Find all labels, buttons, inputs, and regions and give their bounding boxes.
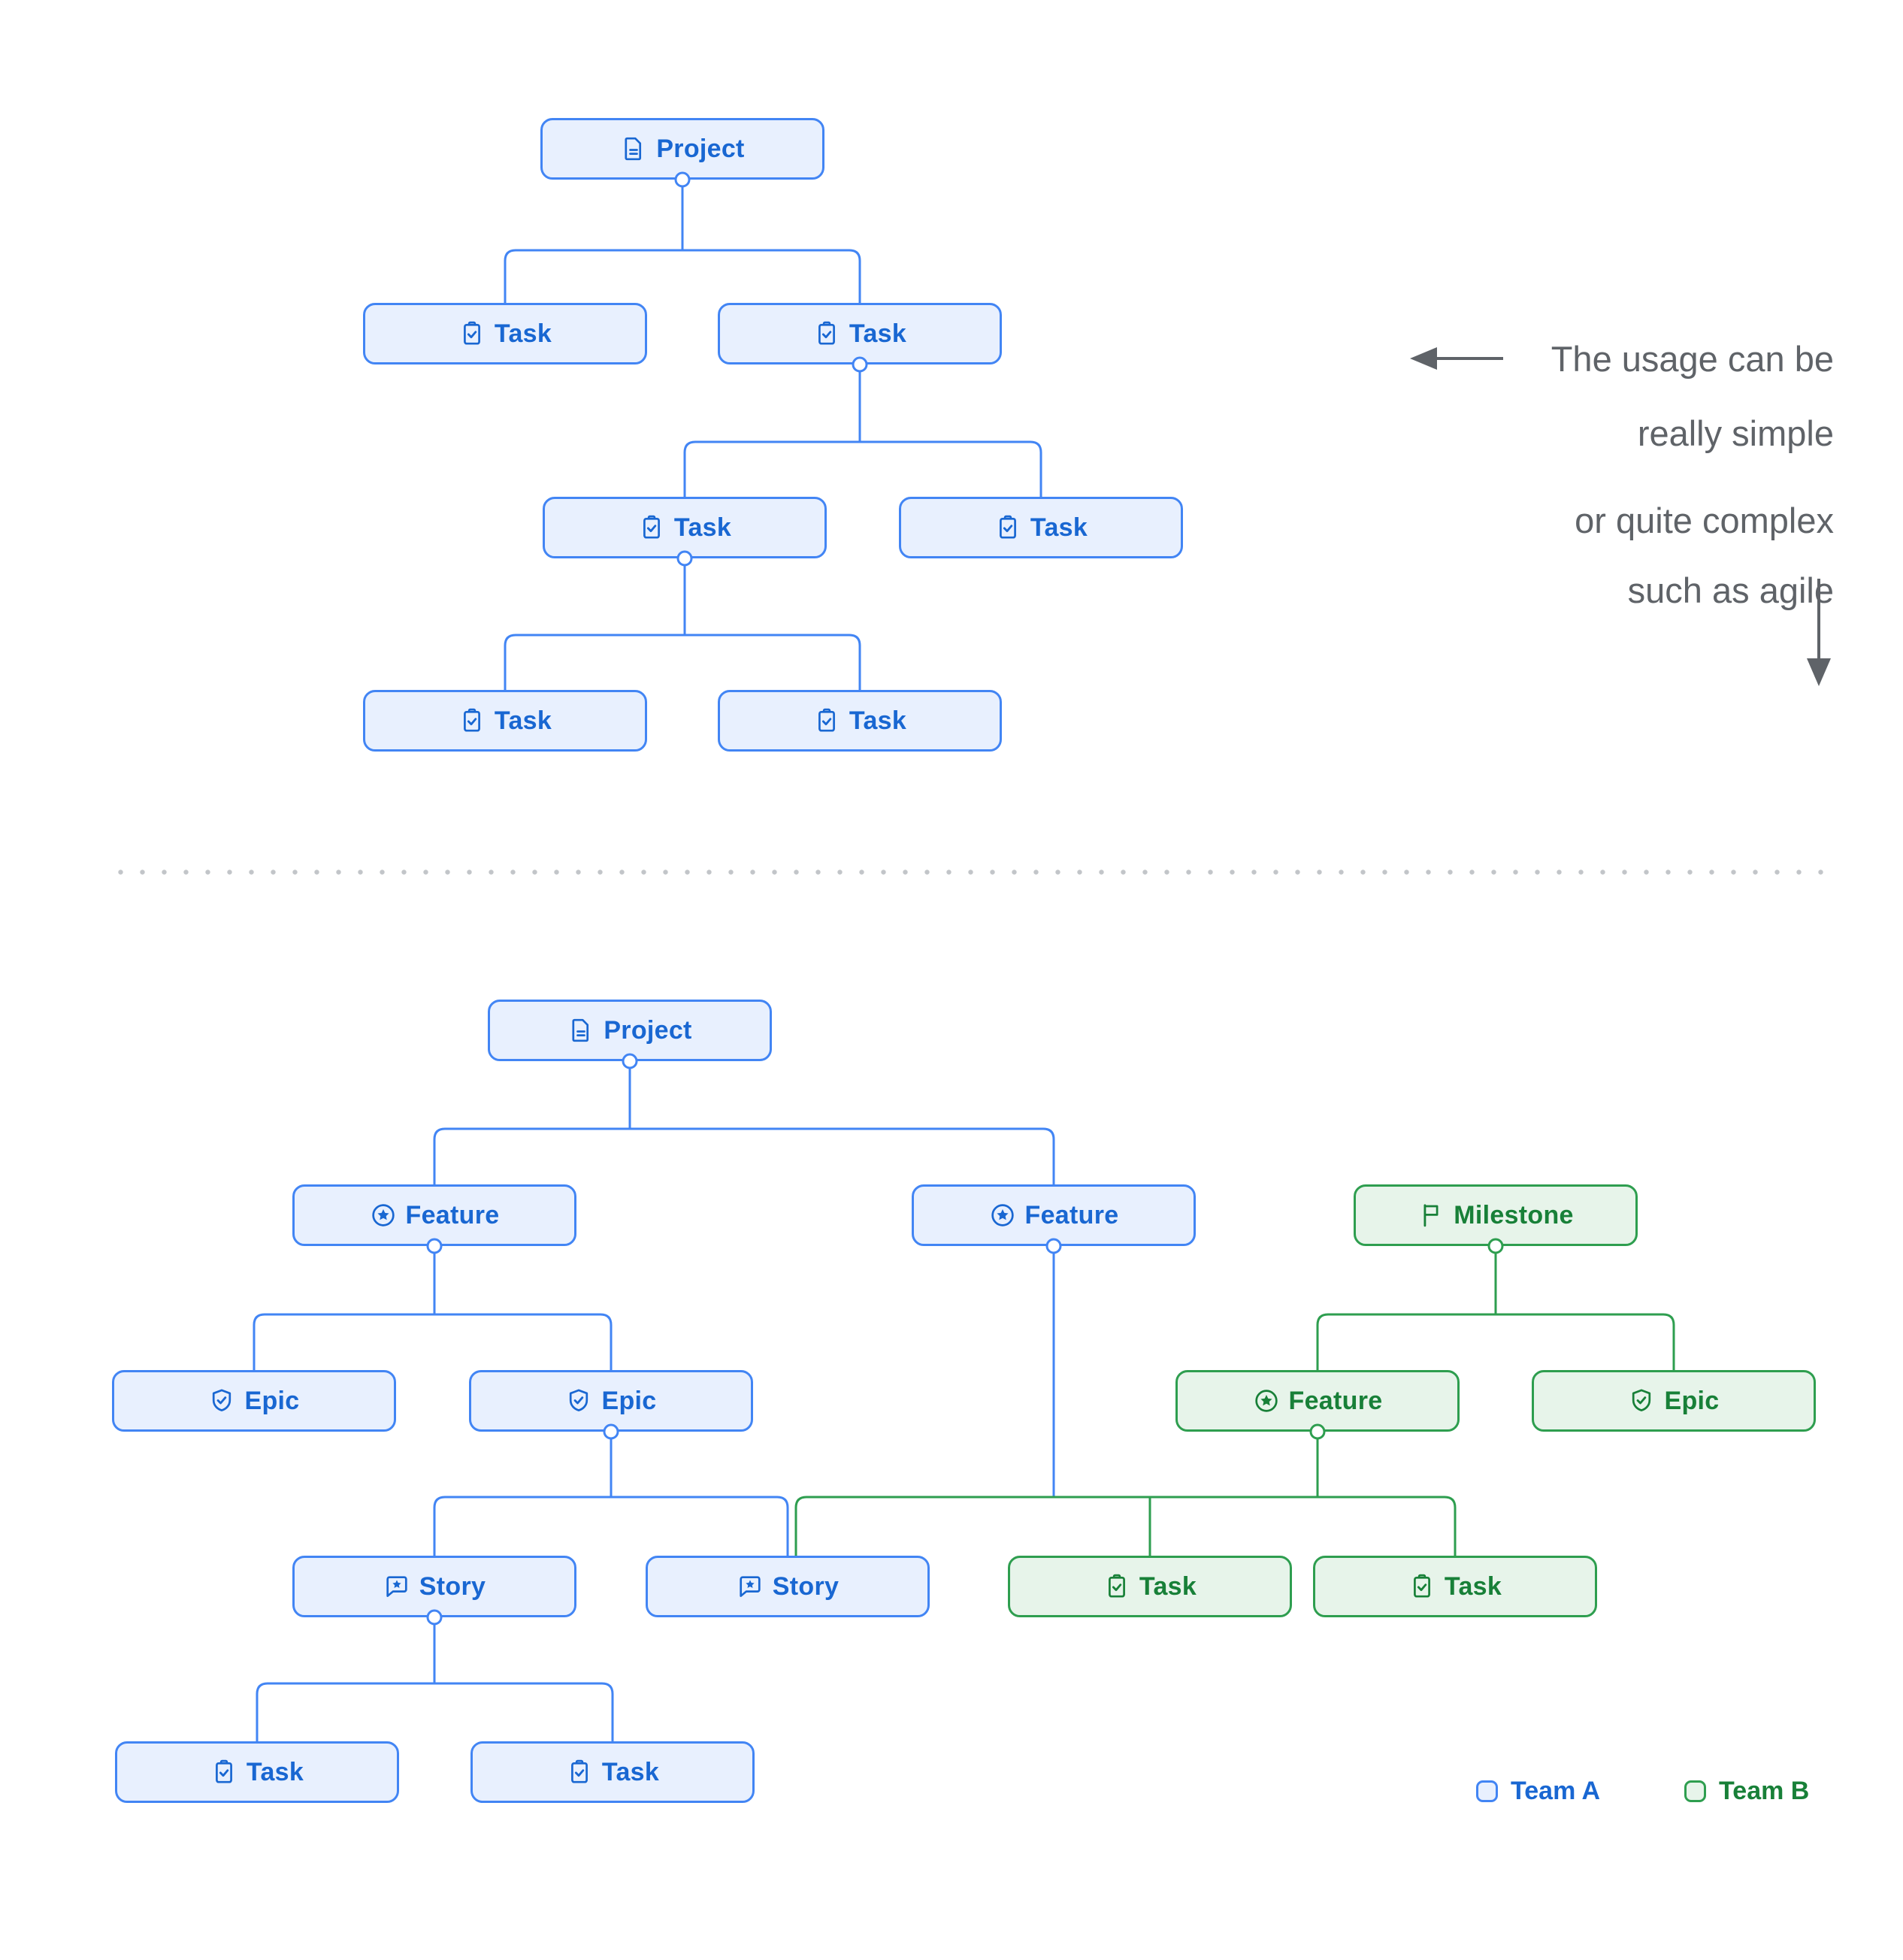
node-label: Task — [1139, 1571, 1197, 1601]
node-milestone: Milestone — [1354, 1184, 1638, 1246]
node-label: Story — [772, 1571, 840, 1601]
legend-label: Team A — [1511, 1777, 1601, 1805]
node-complex-task-1: Task — [115, 1741, 399, 1803]
node-label: Task — [494, 706, 552, 735]
arrow-left-icon — [1410, 347, 1503, 370]
node-simple-task-5: Task — [363, 690, 647, 752]
node-story-2: Story — [646, 1556, 930, 1617]
node-label: Task — [494, 319, 552, 348]
port-feature-1 — [426, 1238, 443, 1254]
node-label: Story — [419, 1571, 486, 1601]
port-epic-2 — [603, 1423, 619, 1440]
legend: Team A Team B — [1476, 1777, 1809, 1806]
node-label: Task — [673, 513, 732, 542]
node-label: Project — [604, 1015, 692, 1045]
node-label: Task — [1444, 1571, 1502, 1601]
legend-team-a: Team A — [1476, 1777, 1600, 1806]
dotted-divider — [110, 869, 1832, 876]
legend-label: Team B — [1719, 1777, 1810, 1805]
annotation-simple: The usage can be really simple — [1551, 322, 1834, 470]
node-simple-task-3: Task — [543, 497, 827, 558]
node-simple-task-6: Task — [718, 690, 1002, 752]
node-label: Task — [1030, 513, 1088, 542]
annotation-line: really simple — [1637, 413, 1834, 453]
node-label: Epic — [601, 1386, 657, 1415]
port-green-feature — [1309, 1423, 1326, 1440]
node-feature-1: Feature — [292, 1184, 576, 1246]
node-label: Task — [601, 1757, 660, 1786]
connector-story1-tasks — [256, 1624, 614, 1741]
port-complex-project — [622, 1053, 638, 1069]
node-green-task-1: Task — [1008, 1556, 1292, 1617]
annotation-line: such as agile — [1627, 570, 1834, 610]
node-complex-task-2: Task — [470, 1741, 755, 1803]
connector-simple-task3-children — [504, 565, 861, 690]
annotation-line: The usage can be — [1551, 339, 1834, 379]
node-label: Epic — [244, 1386, 300, 1415]
node-label: Feature — [405, 1200, 500, 1230]
node-label: Milestone — [1454, 1200, 1574, 1230]
connector-epic2-stories — [433, 1438, 789, 1556]
port-simple-project — [674, 171, 691, 188]
connector-green-bracket — [794, 1496, 1457, 1556]
node-green-epic: Epic — [1532, 1370, 1816, 1432]
node-simple-task-2: Task — [718, 303, 1002, 364]
node-green-task-2: Task — [1313, 1556, 1597, 1617]
port-simple-task-3 — [676, 550, 693, 567]
node-label: Task — [246, 1757, 304, 1786]
annotation-line: or quite complex — [1575, 501, 1834, 540]
team-a-swatch — [1476, 1780, 1498, 1802]
annotation-complex: or quite complex such as agile — [1575, 485, 1834, 625]
node-simple-project: Project — [540, 118, 824, 180]
team-b-swatch — [1684, 1780, 1707, 1802]
node-label: Task — [849, 706, 907, 735]
connector-simple-task2-children — [683, 371, 1042, 497]
node-label: Feature — [1024, 1200, 1119, 1230]
connector-feature1-epics — [253, 1253, 613, 1370]
port-milestone — [1487, 1238, 1504, 1254]
node-label: Epic — [1664, 1386, 1720, 1415]
node-label: Feature — [1288, 1386, 1383, 1415]
node-simple-task-1: Task — [363, 303, 647, 364]
node-epic-1: Epic — [112, 1370, 396, 1432]
port-story-1 — [426, 1609, 443, 1626]
connector-simple-project-tasks — [504, 186, 861, 303]
connector-milestone-children — [1316, 1253, 1675, 1370]
node-feature-2: Feature — [912, 1184, 1196, 1246]
node-simple-task-4: Task — [899, 497, 1183, 558]
node-label: Task — [849, 319, 907, 348]
connector-complex-project-features — [433, 1068, 1055, 1184]
node-label: Project — [656, 134, 745, 163]
legend-team-b: Team B — [1684, 1777, 1809, 1806]
port-simple-task-2 — [852, 356, 868, 373]
arrow-down-icon — [1807, 579, 1831, 686]
port-feature-2 — [1045, 1238, 1062, 1254]
